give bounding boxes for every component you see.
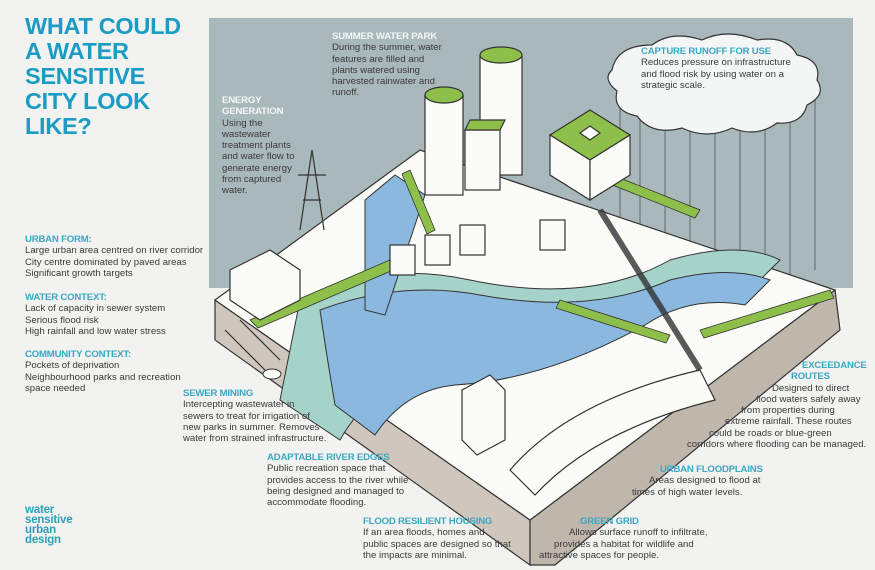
callout-line: extreme rainfall. These routes [725,416,852,428]
callout-line: Reduces pressure on infrastructure [641,57,791,69]
power-pylon [298,149,326,231]
context-line: space needed [25,382,86,394]
callout-heading: CAPTURE RUNOFF FOR USE [641,46,771,57]
title-line: WHAT COULD [25,13,181,39]
river [319,272,771,436]
callout-line: generate energy [222,162,292,174]
section-heading: URBAN FORM: [25,234,92,245]
callout-line: corridors where flooding can be managed. [687,439,867,451]
context-line: High rainfall and low water stress [25,325,166,337]
community-context-section: COMMUNITY CONTEXT: Pockets of deprivatio… [25,349,181,394]
wsud-logo: water sensitive urban design [25,504,73,546]
context-line: Large urban area centred on river corrid… [25,245,204,257]
callout-line: Intercepting wastewater in [183,399,295,411]
callout-line: the impacts are minimal. [363,549,467,561]
callout-line: treatment plants [222,140,291,152]
green-grid [249,169,835,344]
callout-heading: ROUTES [791,371,830,383]
logo-line: urban [25,524,56,536]
glasshouse [509,369,716,496]
sewer-pipe [224,319,281,371]
title-line: SENSITIVE [25,63,146,89]
title-line: A WATER [25,38,129,64]
callout-line: and flood risk by using water on a [641,68,784,80]
callout-summer-water-park: SUMMER WATER PARK During the summer, wat… [332,31,442,99]
callout-line: Using the [222,117,263,129]
title-line: CITY LOOK [25,88,150,114]
context-line: Neighbourhood parks and recreation [25,371,181,383]
context-line: Pockets of deprivation [25,360,120,372]
callout-line: If an area floods, homes and [363,527,485,539]
callout-heading: ADAPTABLE RIVER EDGES [267,452,390,463]
callout-line: Public recreation space that [267,463,386,475]
callout-exceedance-routes: EXCEEDANCE ROUTES Designed to direct flo… [687,360,867,451]
callout-green-grid: GREEN GRID Allows surface runoff to infi… [539,516,707,561]
callout-line: new parks in summer. Removes [183,421,320,433]
callout-line: harvested rainwater and [332,76,435,88]
callout-line: Allows surface runoff to infiltrate, [569,527,708,539]
context-line: Significant growth targets [25,267,133,279]
callout-line: being designed and managed to [267,485,405,497]
callout-flood-resilient-housing: FLOOD RESILIENT HOUSING If an area flood… [363,516,511,561]
section-heading: WATER CONTEXT: [25,292,107,303]
urban-form-section: URBAN FORM: Large urban area centred on … [25,234,203,279]
callout-heading: URBAN FLOODPLAINS [660,464,763,475]
callout-line: Designed to direct [772,382,850,394]
callout-line: Areas designed to flood at [649,475,761,487]
callout-line: provides access to the river while [267,474,409,486]
callout-heading: EXCEEDANCE [802,360,867,371]
callout-line: wastewater [222,128,271,140]
callout-line: During the summer, water [332,42,442,54]
callout-energy-generation: ENERGY GENERATION Using the wastewater t… [222,95,295,197]
callout-line: public spaces are designed so that [363,538,511,550]
callout-heading: FLOOD RESILIENT HOUSING [363,516,493,527]
title-line: LIKE? [25,113,92,139]
callout-line: times of high water levels. [632,486,743,498]
callout-heading: ENERGY [222,95,262,106]
callout-sewer-mining: SEWER MINING Intercepting wastewater in … [183,388,326,444]
callout-heading: GENERATION [222,106,284,118]
callout-line: and water flow to [222,151,295,163]
water-context-section: WATER CONTEXT: Lack of capacity in sewer… [25,292,166,337]
callout-line: features are filled and [332,53,425,65]
context-line: Lack of capacity in sewer system [25,303,166,315]
callout-heading: GREEN GRID [580,516,639,527]
callout-adaptable-river-edges: ADAPTABLE RIVER EDGES Public recreation … [267,452,408,508]
buildings [229,46,632,456]
callout-line: could be roads or blue-green [709,427,832,439]
callout-line: water. [222,185,248,197]
callout-line: sewers to treat for irrigation of [183,410,310,422]
callout-line: accommodate flooding. [267,497,367,509]
section-heading: COMMUNITY CONTEXT: [25,349,132,360]
callout-line: strategic scale. [641,79,705,91]
context-line: Serious flood risk [25,314,99,326]
logo-line: water [25,504,55,516]
bridge [597,208,703,372]
callout-capture-runoff: CAPTURE RUNOFF FOR USE Reduces pressure … [641,46,791,91]
callout-heading: SUMMER WATER PARK [332,31,437,42]
logo-line: sensitive [25,514,73,526]
callout-urban-floodplains: URBAN FLOODPLAINS Areas designed to floo… [632,464,763,498]
callout-line: attractive spaces for people. [539,549,659,561]
cloud-shape [607,33,821,135]
callout-line: water from strained infrastructure. [183,433,327,445]
context-line: City centre dominated by paved areas [25,256,187,268]
callout-line: from properties during [741,405,835,417]
callout-line: provides a habitat for wildlife and [554,538,694,550]
page-title: WHAT COULD A WATER SENSITIVE CITY LOOK L… [25,14,181,139]
callout-line: from captured [222,174,282,186]
callout-line: plants watered using [332,64,420,76]
callout-heading: SEWER MINING [183,388,254,399]
callout-line: flood waters safely away [756,393,861,405]
logo-line: design [25,534,61,546]
callout-line: runoff. [332,87,360,99]
